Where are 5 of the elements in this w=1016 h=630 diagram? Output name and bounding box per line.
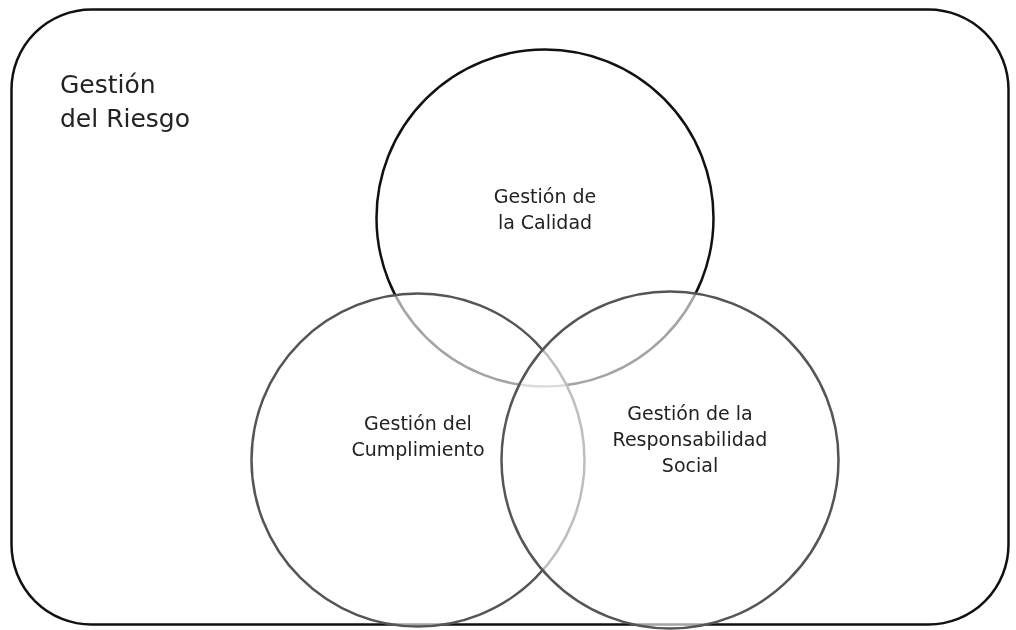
circle-label: Gestión de la Responsabilidad Social [611, 401, 769, 478]
circle-label: Gestión de la Calidad [492, 184, 598, 235]
frame-title: Gestión del Riesgo [60, 69, 192, 135]
venn-circle [500, 290, 840, 630]
circle-label: Gestión del Cumplimiento [350, 411, 486, 462]
